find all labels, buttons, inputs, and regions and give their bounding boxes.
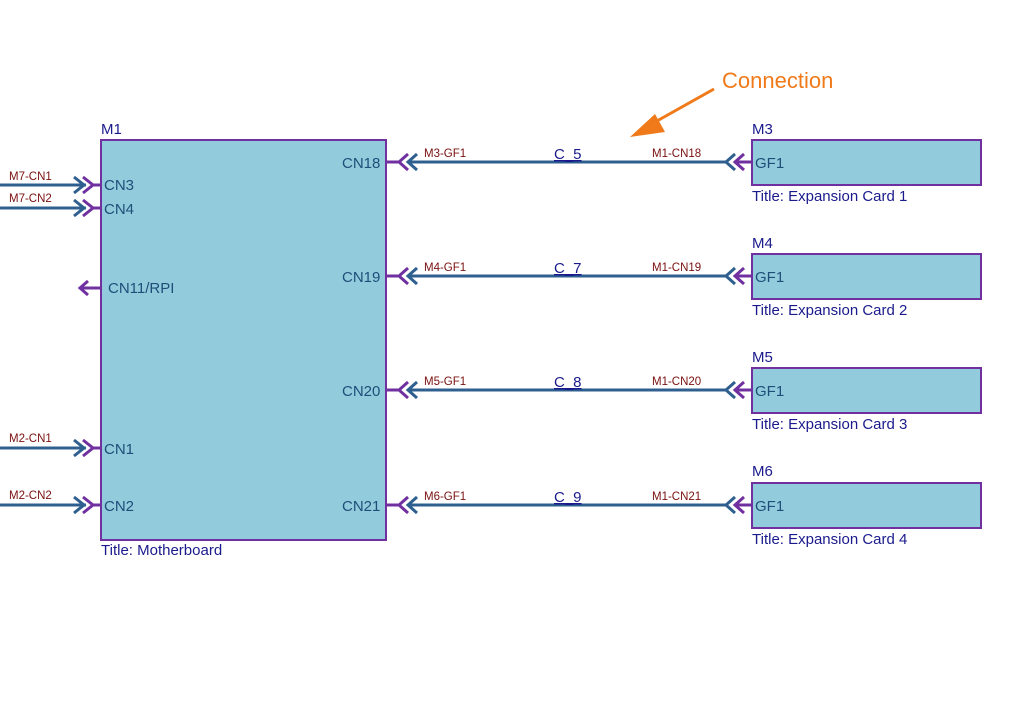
port-chevron-icon <box>396 152 409 172</box>
connection-c8[interactable]: CN20 M5-GF1 C_8 M1-CN20 <box>342 374 752 400</box>
wire-label-right: M1-CN18 <box>652 148 701 160</box>
annotation-arrow-icon <box>630 87 715 137</box>
port-cn2[interactable]: M2-CN2 CN2 <box>0 490 134 515</box>
connection-c5[interactable]: CN18 M3-GF1 C_5 M1-CN18 <box>342 146 752 172</box>
wire-arrow-icon <box>73 438 87 458</box>
module-body[interactable] <box>751 253 982 300</box>
port-label: CN1 <box>104 441 134 458</box>
module-title: Title: Expansion Card 4 <box>752 531 907 548</box>
wire-arrow-icon <box>73 495 87 515</box>
wire-label-left: M6-GF1 <box>424 491 466 503</box>
wire-label: M2-CN2 <box>9 490 52 502</box>
wire-arrow-icon <box>73 175 87 195</box>
connection-name[interactable]: C_8 <box>554 374 582 391</box>
port-cn1[interactable]: M2-CN1 CN1 <box>0 433 134 458</box>
module-expansion-card-1[interactable]: M3 GF1 Title: Expansion Card 1 <box>751 121 982 205</box>
port-cn11-rpi[interactable]: CN11/RPI <box>77 279 174 297</box>
port-label: CN21 <box>342 498 380 515</box>
wire-label: M7-CN1 <box>9 171 52 183</box>
module-name: M5 <box>752 349 773 366</box>
annotation-label: Connection <box>722 68 833 93</box>
wire-arrow-icon <box>723 380 736 400</box>
wire-arrow-icon <box>723 152 736 172</box>
module-name: M4 <box>752 235 773 252</box>
port-label: GF1 <box>755 269 784 286</box>
port-label: CN2 <box>104 498 134 515</box>
wire-arrow-icon <box>73 198 87 218</box>
module-title: Title: Expansion Card 2 <box>752 302 907 319</box>
module-motherboard[interactable]: M1 Title: Motherboard <box>100 121 387 559</box>
wire-label: M2-CN1 <box>9 433 52 445</box>
wire-label-left: M5-GF1 <box>424 376 466 388</box>
port-label: CN19 <box>342 269 380 286</box>
module-name: M3 <box>752 121 773 138</box>
port-label: CN11/RPI <box>108 280 174 297</box>
port-label: CN20 <box>342 383 380 400</box>
port-label: GF1 <box>755 498 784 515</box>
module-expansion-card-2[interactable]: M4 GF1 Title: Expansion Card 2 <box>751 235 982 319</box>
wire-arrow-icon <box>723 266 736 286</box>
module-expansion-card-3[interactable]: M5 GF1 Title: Expansion Card 3 <box>751 349 982 433</box>
connection-name[interactable]: C_7 <box>554 260 582 277</box>
connection-c9[interactable]: CN21 M6-GF1 C_9 M1-CN21 <box>342 489 752 515</box>
module-body[interactable] <box>751 367 982 414</box>
port-chevron-icon <box>396 266 409 286</box>
port-label: GF1 <box>755 383 784 400</box>
wire-label: M7-CN2 <box>9 193 52 205</box>
module-title: Title: Expansion Card 1 <box>752 188 907 205</box>
connection-name[interactable]: C_9 <box>554 489 582 506</box>
port-label: CN3 <box>104 177 134 194</box>
wire-label-left: M4-GF1 <box>424 262 466 274</box>
module-title: Title: Expansion Card 3 <box>752 416 907 433</box>
module-title: Title: Motherboard <box>101 542 222 559</box>
port-label: GF1 <box>755 155 784 172</box>
port-chevron-icon <box>396 495 409 515</box>
port-label: CN18 <box>342 155 380 172</box>
wire-label-left: M3-GF1 <box>424 148 466 160</box>
port-label: CN4 <box>104 201 134 218</box>
connection-c7[interactable]: CN19 M4-GF1 C_7 M1-CN19 <box>342 260 752 286</box>
port-cn4[interactable]: M7-CN2 CN4 <box>0 193 134 218</box>
module-name: M6 <box>752 463 773 480</box>
module-body[interactable] <box>100 139 387 541</box>
wire-label-right: M1-CN21 <box>652 491 701 503</box>
port-cn3[interactable]: M7-CN1 CN3 <box>0 171 134 195</box>
connection-name[interactable]: C_5 <box>554 146 582 163</box>
module-body[interactable] <box>751 482 982 529</box>
port-chevron-icon <box>732 495 745 515</box>
port-chevron-icon <box>396 380 409 400</box>
wire-label-right: M1-CN20 <box>652 376 701 388</box>
module-name: M1 <box>101 121 122 138</box>
wire-arrow-icon <box>723 495 736 515</box>
port-chevron-icon <box>732 266 745 286</box>
wire-label-right: M1-CN19 <box>652 262 701 274</box>
module-expansion-card-4[interactable]: M6 GF1 Title: Expansion Card 4 <box>751 463 982 548</box>
module-body[interactable] <box>751 139 982 186</box>
port-chevron-icon <box>732 380 745 400</box>
port-chevron-icon <box>732 152 745 172</box>
